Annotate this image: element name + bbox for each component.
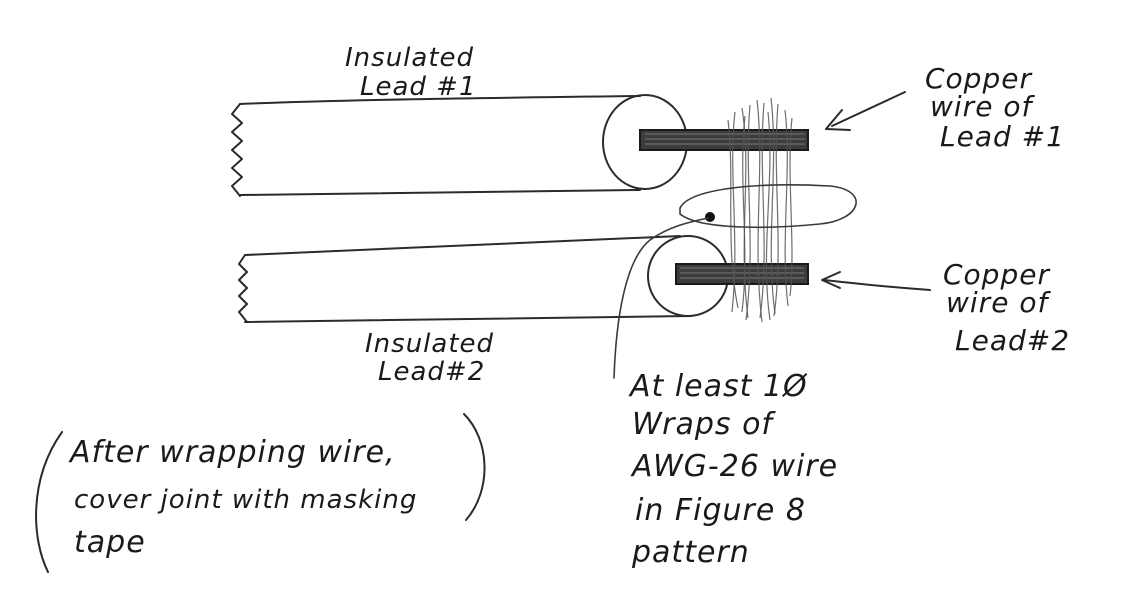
svg-text:At least 1Ø: At least 1Ø xyxy=(628,369,808,404)
svg-text:in Figure 8: in Figure 8 xyxy=(635,493,806,528)
svg-text:Insulated: Insulated xyxy=(345,43,474,73)
svg-text:Lead#2: Lead#2 xyxy=(378,357,485,387)
arrows xyxy=(613,91,931,379)
svg-text:Insulated: Insulated xyxy=(365,329,494,359)
insulated-lead-1 xyxy=(231,94,809,197)
label-copper-wire-lead-1: Copper wire of Lead #1 xyxy=(925,62,1065,153)
svg-text:wire of: wire of xyxy=(946,286,1051,319)
svg-text:Copper: Copper xyxy=(943,258,1050,291)
awg26-wire-wraps xyxy=(679,97,857,323)
lead-1-copper-wire xyxy=(639,129,809,151)
svg-text:Copper: Copper xyxy=(925,62,1032,95)
svg-text:After wrapping wire,: After wrapping wire, xyxy=(68,435,396,470)
label-insulated-lead-1: Insulated Lead #1 xyxy=(345,43,477,102)
label-copper-wire-lead-2: Copper wire of Lead#2 xyxy=(943,258,1070,357)
lead-1-break-zigzag xyxy=(231,103,243,197)
svg-text:pattern: pattern xyxy=(631,535,750,570)
svg-text:Lead #1: Lead #1 xyxy=(940,120,1065,153)
tape-note-close-paren xyxy=(463,413,486,521)
tape-note-open-paren xyxy=(35,431,63,573)
svg-text:tape: tape xyxy=(74,525,146,560)
svg-text:AWG-26 wire: AWG-26 wire xyxy=(630,449,838,484)
svg-text:Wraps of: Wraps of xyxy=(632,407,776,442)
insulated-lead-2 xyxy=(238,235,809,323)
label-tape-note: After wrapping wire, cover joint with ma… xyxy=(68,435,417,560)
svg-text:wire of: wire of xyxy=(930,90,1035,123)
label-insulated-lead-2: Insulated Lead#2 xyxy=(365,329,494,387)
figure-8-loop xyxy=(679,184,857,229)
lead-2-copper-wire xyxy=(675,263,809,285)
svg-text:cover joint with masking: cover joint with masking xyxy=(74,485,417,515)
svg-text:Lead #1: Lead #1 xyxy=(360,72,477,102)
wire-start-dot xyxy=(705,212,715,222)
lead-2-break-zigzag xyxy=(238,254,248,323)
label-wraps-note: At least 1Ø Wraps of AWG-26 wire in Figu… xyxy=(628,369,838,570)
svg-text:Lead#2: Lead#2 xyxy=(955,324,1070,357)
